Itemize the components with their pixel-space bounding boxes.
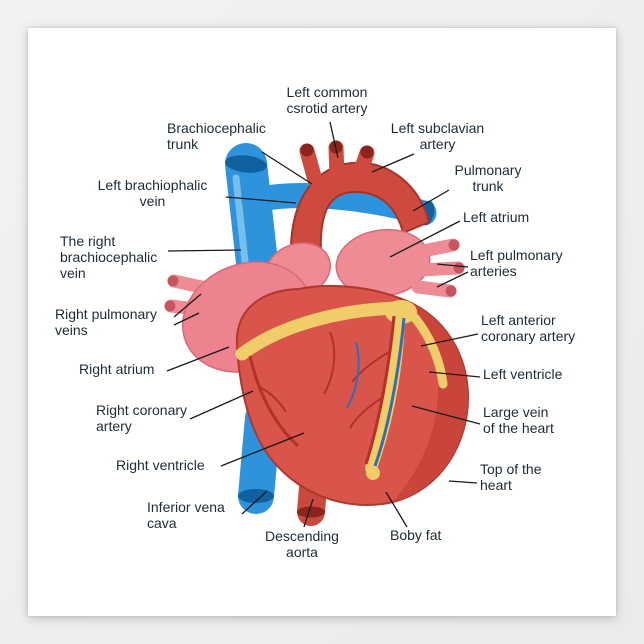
label-left-brachiocephalic-vein: Left brachiophalic vein [97, 177, 208, 210]
label-right-pulmonary-veins: Right pulmonary veins [55, 306, 157, 339]
label-left-ventricle: Left ventricle [483, 366, 563, 382]
left-pulmonary-arteries-shape [411, 238, 465, 298]
label-left-common-carotid-artery: Left common csrotid artery [286, 84, 368, 117]
label-body-fat: Boby fat [390, 527, 442, 543]
aortic-arch-shape [289, 140, 430, 259]
label-descending-aorta: Descending aorta [265, 528, 339, 561]
label-left-atrium: Left atrium [463, 209, 530, 225]
leader-lines [166, 121, 481, 528]
label-right-brachiocephalic-vein: The right brachiocephalic vein [60, 233, 158, 282]
label-left-subclavian-artery: Left subclavian artery [390, 120, 485, 153]
body-fat-shape [235, 300, 448, 480]
label-large-vein-of-the-heart: Large vein of the heart [483, 404, 554, 437]
label-right-atrium: Right atrium [79, 361, 155, 377]
label-left-anterior-coronary-artery: Left anterior coronary artery [481, 312, 576, 345]
label-inferior-vena-cava: Inferior vena cava [147, 499, 225, 532]
label-right-coronary-artery: Right coronary artery [96, 402, 188, 435]
label-left-pulmonary-arteries: Left pulmonary arteries [470, 247, 563, 280]
label-brachiocephalic-trunk: Brachiocephalic trunk [167, 120, 266, 153]
label-top-of-the-heart: Top of the heart [480, 461, 542, 494]
label-right-ventricle: Right ventricle [116, 457, 205, 473]
label-pulmonary-trunk: Pulmonary trunk [454, 162, 522, 195]
